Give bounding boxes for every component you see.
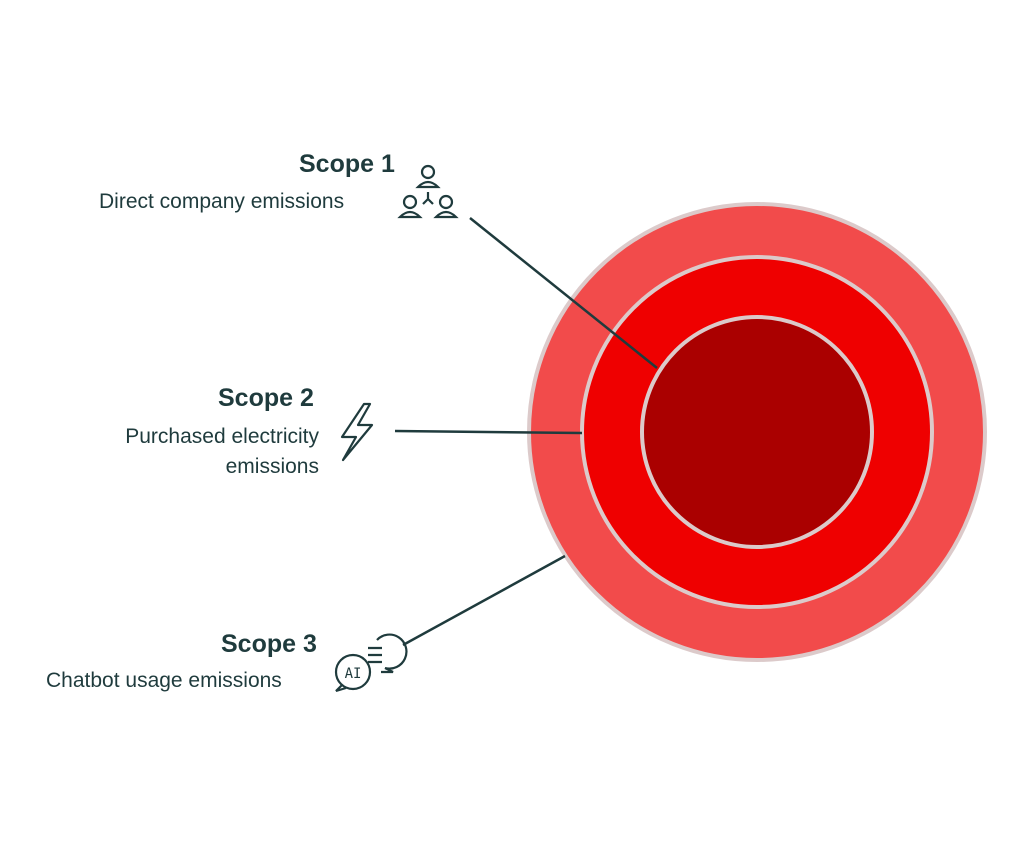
people-network-icon bbox=[397, 164, 459, 219]
scope-3-title: Scope 3 bbox=[221, 630, 317, 658]
scope-2-title: Scope 2 bbox=[218, 384, 314, 412]
scope-1-core bbox=[640, 315, 874, 549]
scope-2-description-line1: Purchased electricity bbox=[125, 425, 319, 448]
scope-2-connector bbox=[394, 429, 583, 435]
scope-3-description: Chatbot usage emissions bbox=[46, 669, 282, 692]
scope-2-description-line2: emissions bbox=[225, 455, 319, 478]
svg-text:AI: AI bbox=[345, 666, 362, 682]
scope-1-connector bbox=[469, 217, 658, 369]
ai-chat-icon: AI bbox=[334, 633, 408, 693]
scope-1-title: Scope 1 bbox=[299, 150, 395, 178]
scope-3-connector bbox=[402, 554, 566, 647]
scope-1-description: Direct company emissions bbox=[99, 190, 345, 213]
lightning-icon bbox=[340, 402, 374, 462]
